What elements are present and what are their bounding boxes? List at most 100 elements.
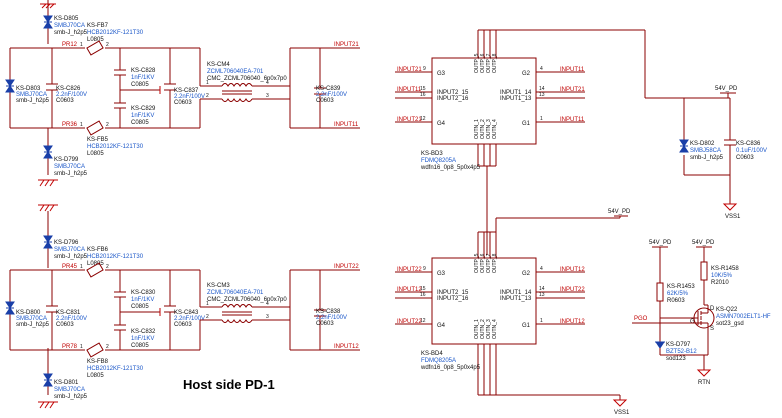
bd4-net-r2: INPUT22 xyxy=(560,287,585,293)
svg-text:OUTP_6: OUTP_6 xyxy=(480,253,486,273)
svg-text:1: 1 xyxy=(80,264,83,270)
svg-text:OUTP_6: OUTP_6 xyxy=(480,53,486,73)
c839-pkg: C0603 xyxy=(316,98,334,104)
fb6-ref: KS-FB6 xyxy=(87,247,109,253)
fb8-val: HCB2012KF-121T30 xyxy=(87,366,144,372)
r1458-ref: KS-R1458 xyxy=(711,266,739,272)
d796-val: SMBJ70CA xyxy=(54,247,85,253)
c838-val: 2.2nF/100V xyxy=(316,315,347,321)
c826-pkg: C0603 xyxy=(56,98,74,104)
bd4-pin-in2-15: INPUT2_15 xyxy=(437,290,469,296)
svg-text:2: 2 xyxy=(106,122,109,128)
bd4-net-r1: INPUT12 xyxy=(560,267,585,273)
diode-d801 xyxy=(43,373,53,387)
pwr-54v-r2: 54V_PD xyxy=(692,240,715,246)
svg-text:13: 13 xyxy=(539,92,545,98)
fb7-pkg: L0805 xyxy=(87,37,104,43)
c836-ref: KS-C836 xyxy=(736,141,761,147)
bd4-pin-g4: G4 xyxy=(437,323,446,329)
fb5-pkg: L0805 xyxy=(87,151,104,157)
d803-ref: KS-D803 xyxy=(16,86,41,92)
c837-ref: KS-C837 xyxy=(174,88,199,94)
choke-cm4 xyxy=(221,83,253,102)
c830-pkg: C0805 xyxy=(131,304,149,310)
vss1-symbol xyxy=(722,203,738,211)
r1453-pkg: R0603 xyxy=(667,298,685,304)
svg-text:9: 9 xyxy=(423,266,426,272)
cm4-pkg: CMC_ZCML706040_6p0x7p0 xyxy=(207,76,287,82)
svg-text:OUTP_7: OUTP_7 xyxy=(486,253,492,273)
bridge-bd4: OUTP_5 OUTP_6 OUTP_7 OUTP_8 OUTN_1 OUTN_… xyxy=(395,217,620,396)
fb5-val: HCB2012KF-121T30 xyxy=(87,144,144,150)
ferrite-fb5 xyxy=(86,120,104,136)
d796-ref: KS-D796 xyxy=(54,240,79,246)
bd3-pin-g1: G1 xyxy=(522,121,531,127)
svg-text:15: 15 xyxy=(420,86,426,92)
c838-ref: KS-C838 xyxy=(316,309,341,315)
bd4-pin-g2: G2 xyxy=(522,271,531,277)
cm3-val: ZCML706040EA-701 xyxy=(207,290,264,296)
q22-ref: KS-Q22 xyxy=(716,307,738,313)
svg-text:12: 12 xyxy=(420,116,426,122)
pwr-54v-top: 54V_PD xyxy=(715,86,738,92)
bridge-bd3: OUTP_5 OUTP_6 OUTP_7 OUTP_8 OUTN_1 OUTN_… xyxy=(395,29,720,255)
c829-ref: KS-C829 xyxy=(131,106,156,112)
rtn-symbol xyxy=(696,369,712,377)
c837-val: 2.2nF/100V xyxy=(174,94,205,100)
svg-text:OUTN_2: OUTN_2 xyxy=(480,319,486,339)
pwr-54v-mid-label: 54V_PD xyxy=(608,209,631,215)
net-input22-left: INPUT22 xyxy=(334,264,359,270)
c828-val: 1nF/1KV xyxy=(131,75,154,81)
c832-pkg: C0805 xyxy=(131,343,149,349)
bd4-net-l1: INPUT22 xyxy=(397,267,422,273)
right-bottom-block: 54V_PD KS-R1453 62K/5% R0603 54V_PD KS-R… xyxy=(632,240,771,386)
svg-text:2: 2 xyxy=(206,93,209,99)
svg-text:4: 4 xyxy=(266,301,269,307)
bd4-pin-g1: G1 xyxy=(522,323,531,329)
svg-text:S: S xyxy=(710,326,714,332)
bd4-ref: KS-BD4 xyxy=(421,351,443,357)
d799-val: SMBJ70CA xyxy=(54,164,85,170)
d801-ref: KS-D801 xyxy=(54,380,79,386)
bd4-net-r3: INPUT12 xyxy=(560,319,585,325)
pwr-54v-mid: 54V_PD xyxy=(608,209,631,218)
svg-text:4: 4 xyxy=(540,266,543,272)
svg-text:OUTP_8: OUTP_8 xyxy=(492,53,498,73)
bd3-net-r3: INPUT11 xyxy=(560,117,585,123)
q22-pkg: sot23_gsd xyxy=(716,321,744,327)
bd3-pin-in2-16: INPUT2_16 xyxy=(437,96,469,102)
svg-text:2: 2 xyxy=(106,264,109,270)
sheet-title: Host side PD-1 xyxy=(183,377,275,392)
vss1-bottom-label: VSS1 xyxy=(614,410,630,416)
net-input12-left: INPUT12 xyxy=(334,344,359,350)
svg-text:OUTN_1: OUTN_1 xyxy=(474,119,480,139)
net-input11-top: INPUT11 xyxy=(334,122,359,128)
d803-val: SMBJ70CA xyxy=(16,92,47,98)
bd4-pin-g3: G3 xyxy=(437,271,446,277)
diode-d803 xyxy=(5,79,15,93)
svg-text:1: 1 xyxy=(80,344,83,350)
c843-val: 2.2nF/100V xyxy=(174,316,205,322)
svg-text:14: 14 xyxy=(539,86,545,92)
c832-ref: KS-C832 xyxy=(131,329,156,335)
ferrite-fb7 xyxy=(86,40,104,56)
c843-ref: KS-C843 xyxy=(174,310,199,316)
d796-pkg: smb-J_h2p5 xyxy=(54,254,88,260)
c838-pkg: C0603 xyxy=(316,321,334,327)
svg-text:4: 4 xyxy=(540,66,543,72)
c828-ref: KS-C828 xyxy=(131,68,156,74)
fb8-pkg: L0805 xyxy=(87,373,104,379)
bd4-val: FDMQ8205A xyxy=(421,358,456,364)
bd3-pin-g2: G2 xyxy=(522,71,531,77)
fb5-ref: KS-FB5 xyxy=(87,137,109,143)
c829-val: 1nF/1KV xyxy=(131,113,154,119)
bd3-val: FDMQ8205A xyxy=(421,158,456,164)
right-top-block: 54V_PD KS-D802 SMBJ58CA smb-J_h2p5 KS-C8… xyxy=(679,86,767,220)
d797-ref: KS-D797 xyxy=(666,342,691,348)
svg-text:OUTN_4: OUTN_4 xyxy=(492,319,498,339)
r1453-ref: KS-R1453 xyxy=(667,284,695,290)
fb8-ref: KS-FB8 xyxy=(87,359,109,365)
svg-text:2: 2 xyxy=(206,314,209,320)
